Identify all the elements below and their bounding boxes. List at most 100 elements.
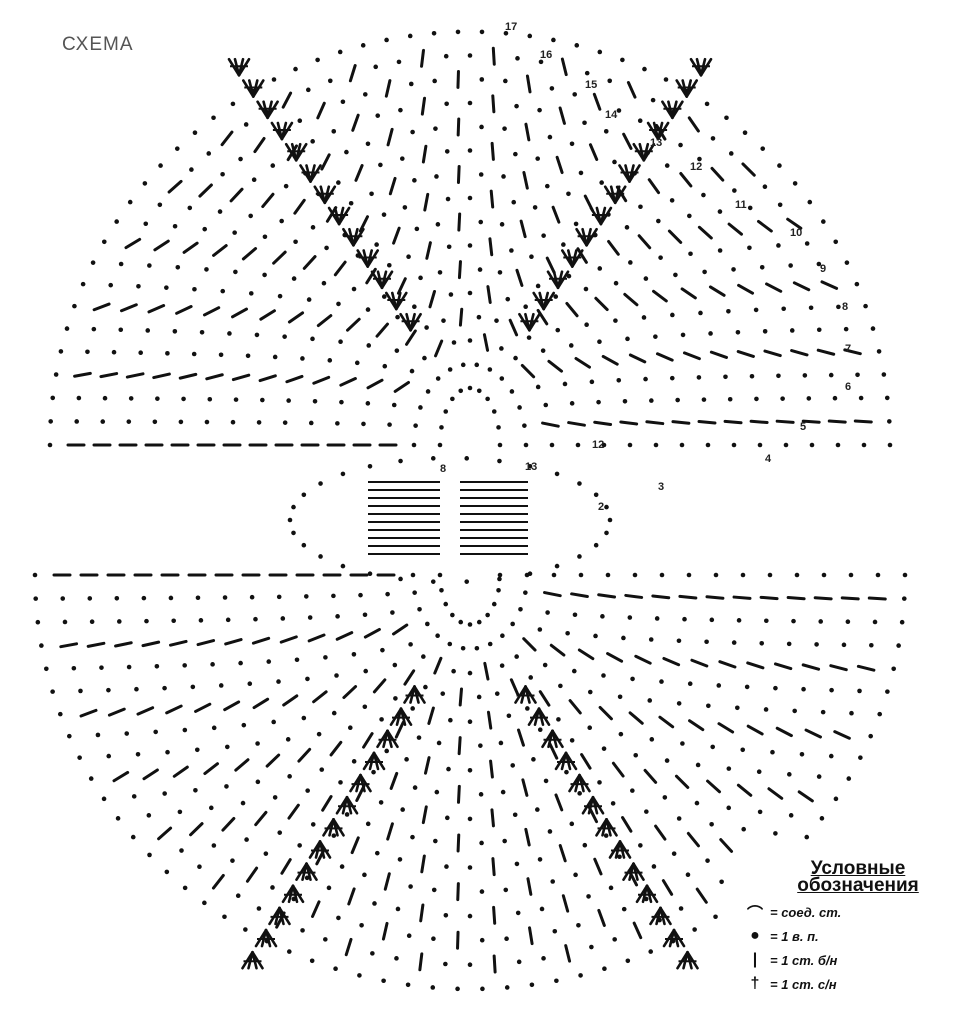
- single-crochet-mark: [855, 421, 871, 422]
- shell-stitch: [677, 81, 697, 97]
- chain-dot: [257, 420, 262, 425]
- chain-dot: [77, 396, 82, 401]
- shell-stitch: [258, 102, 278, 118]
- chain-dot: [807, 200, 812, 205]
- chain-dot: [241, 801, 246, 806]
- chain-dot: [504, 936, 509, 941]
- chain-dot: [810, 443, 815, 448]
- chain-dot: [192, 287, 197, 292]
- chain-dot: [718, 248, 723, 253]
- chain-dot: [87, 596, 92, 601]
- chain-dot: [443, 962, 448, 967]
- single-crochet-mark: [799, 792, 812, 801]
- chain-dot: [855, 372, 860, 377]
- chain-dot: [155, 664, 160, 669]
- chain-dot: [468, 148, 473, 153]
- chain-dot: [283, 420, 288, 425]
- chain-dot: [672, 851, 677, 856]
- chain-dot: [757, 769, 762, 774]
- chain-dot: [91, 260, 96, 265]
- chain-dot: [531, 757, 536, 762]
- shell-stitch: [351, 775, 371, 791]
- chain-dot: [300, 356, 305, 361]
- chain-dot: [597, 780, 602, 785]
- shell-stitch: [378, 731, 398, 747]
- chain-dot: [570, 401, 575, 406]
- single-crochet-mark: [390, 178, 395, 193]
- chain-dot: [724, 115, 729, 120]
- chain-dot: [410, 369, 415, 374]
- chain-dot: [858, 755, 863, 760]
- shell-stitch: [401, 314, 421, 330]
- single-crochet-mark: [567, 303, 577, 315]
- chain-dot: [398, 857, 403, 862]
- chain-dot: [513, 356, 518, 361]
- chain-dot: [89, 776, 94, 781]
- chain-dot: [438, 443, 443, 448]
- single-crochet-mark: [494, 907, 495, 923]
- chain-dot: [601, 673, 606, 678]
- single-crochet-mark: [295, 200, 304, 213]
- chain-dot: [231, 102, 236, 107]
- chain-dot: [718, 209, 723, 214]
- bar-icon: |: [740, 951, 770, 969]
- single-crochet-mark: [560, 846, 565, 861]
- chain-dot: [517, 405, 522, 410]
- single-crochet-mark: [822, 282, 837, 289]
- chain-dot: [630, 677, 635, 682]
- shell-stitch: [301, 166, 321, 182]
- single-crochet-mark: [579, 650, 592, 659]
- shell-stitch: [562, 251, 582, 267]
- chain-dot: [468, 671, 473, 676]
- chain-dot: [764, 618, 769, 623]
- chain-dot: [584, 287, 589, 292]
- chain-dot: [877, 349, 882, 354]
- single-crochet-mark: [422, 856, 425, 872]
- single-crochet-mark: [222, 132, 232, 145]
- chain-dot: [754, 308, 759, 313]
- single-crochet-mark: [226, 640, 241, 644]
- chain-dot: [477, 620, 482, 625]
- chain-dot: [158, 202, 163, 207]
- chain-dot: [435, 790, 440, 795]
- chain-dot: [781, 306, 786, 311]
- chain-dot: [78, 689, 83, 694]
- chain-dot: [424, 325, 429, 330]
- chain-dot: [468, 53, 473, 58]
- chain-dot: [373, 65, 378, 70]
- legend-item: † = 1 ст. с/н: [740, 972, 976, 996]
- single-crochet-mark: [803, 665, 818, 669]
- chain-dot: [791, 619, 796, 624]
- chain-dot: [741, 573, 746, 578]
- chain-dot: [695, 801, 700, 806]
- single-crochet-mark: [425, 194, 428, 210]
- single-crochet-mark: [682, 289, 695, 298]
- single-crochet-mark: [765, 351, 780, 356]
- chain-dot: [423, 685, 428, 690]
- chain-dot: [599, 180, 604, 185]
- chain-dot: [801, 687, 806, 692]
- single-crochet-mark: [563, 896, 567, 911]
- chain-dot: [444, 101, 449, 106]
- single-crochet-mark: [630, 713, 642, 723]
- chain-dot: [456, 30, 461, 35]
- shell-stitch: [577, 229, 597, 245]
- chain-dot: [124, 731, 129, 736]
- single-crochet-mark: [233, 375, 248, 379]
- single-crochet-mark: [116, 643, 132, 646]
- chain-dot: [787, 772, 792, 777]
- chain-dot: [805, 241, 810, 246]
- single-crochet-mark: [738, 352, 753, 357]
- chain-dot: [250, 595, 255, 600]
- single-crochet-mark: [540, 692, 549, 705]
- chain-dot: [327, 358, 332, 363]
- chain-dot: [604, 833, 609, 838]
- single-crochet-mark: [599, 910, 605, 925]
- chain-dot: [600, 614, 605, 619]
- chain-dot: [696, 763, 701, 768]
- single-crochet-mark: [663, 881, 671, 895]
- chain-dot: [713, 914, 718, 919]
- row-number-label: 16: [540, 49, 552, 61]
- single-crochet-mark: [692, 660, 707, 666]
- chain-dot: [48, 443, 53, 448]
